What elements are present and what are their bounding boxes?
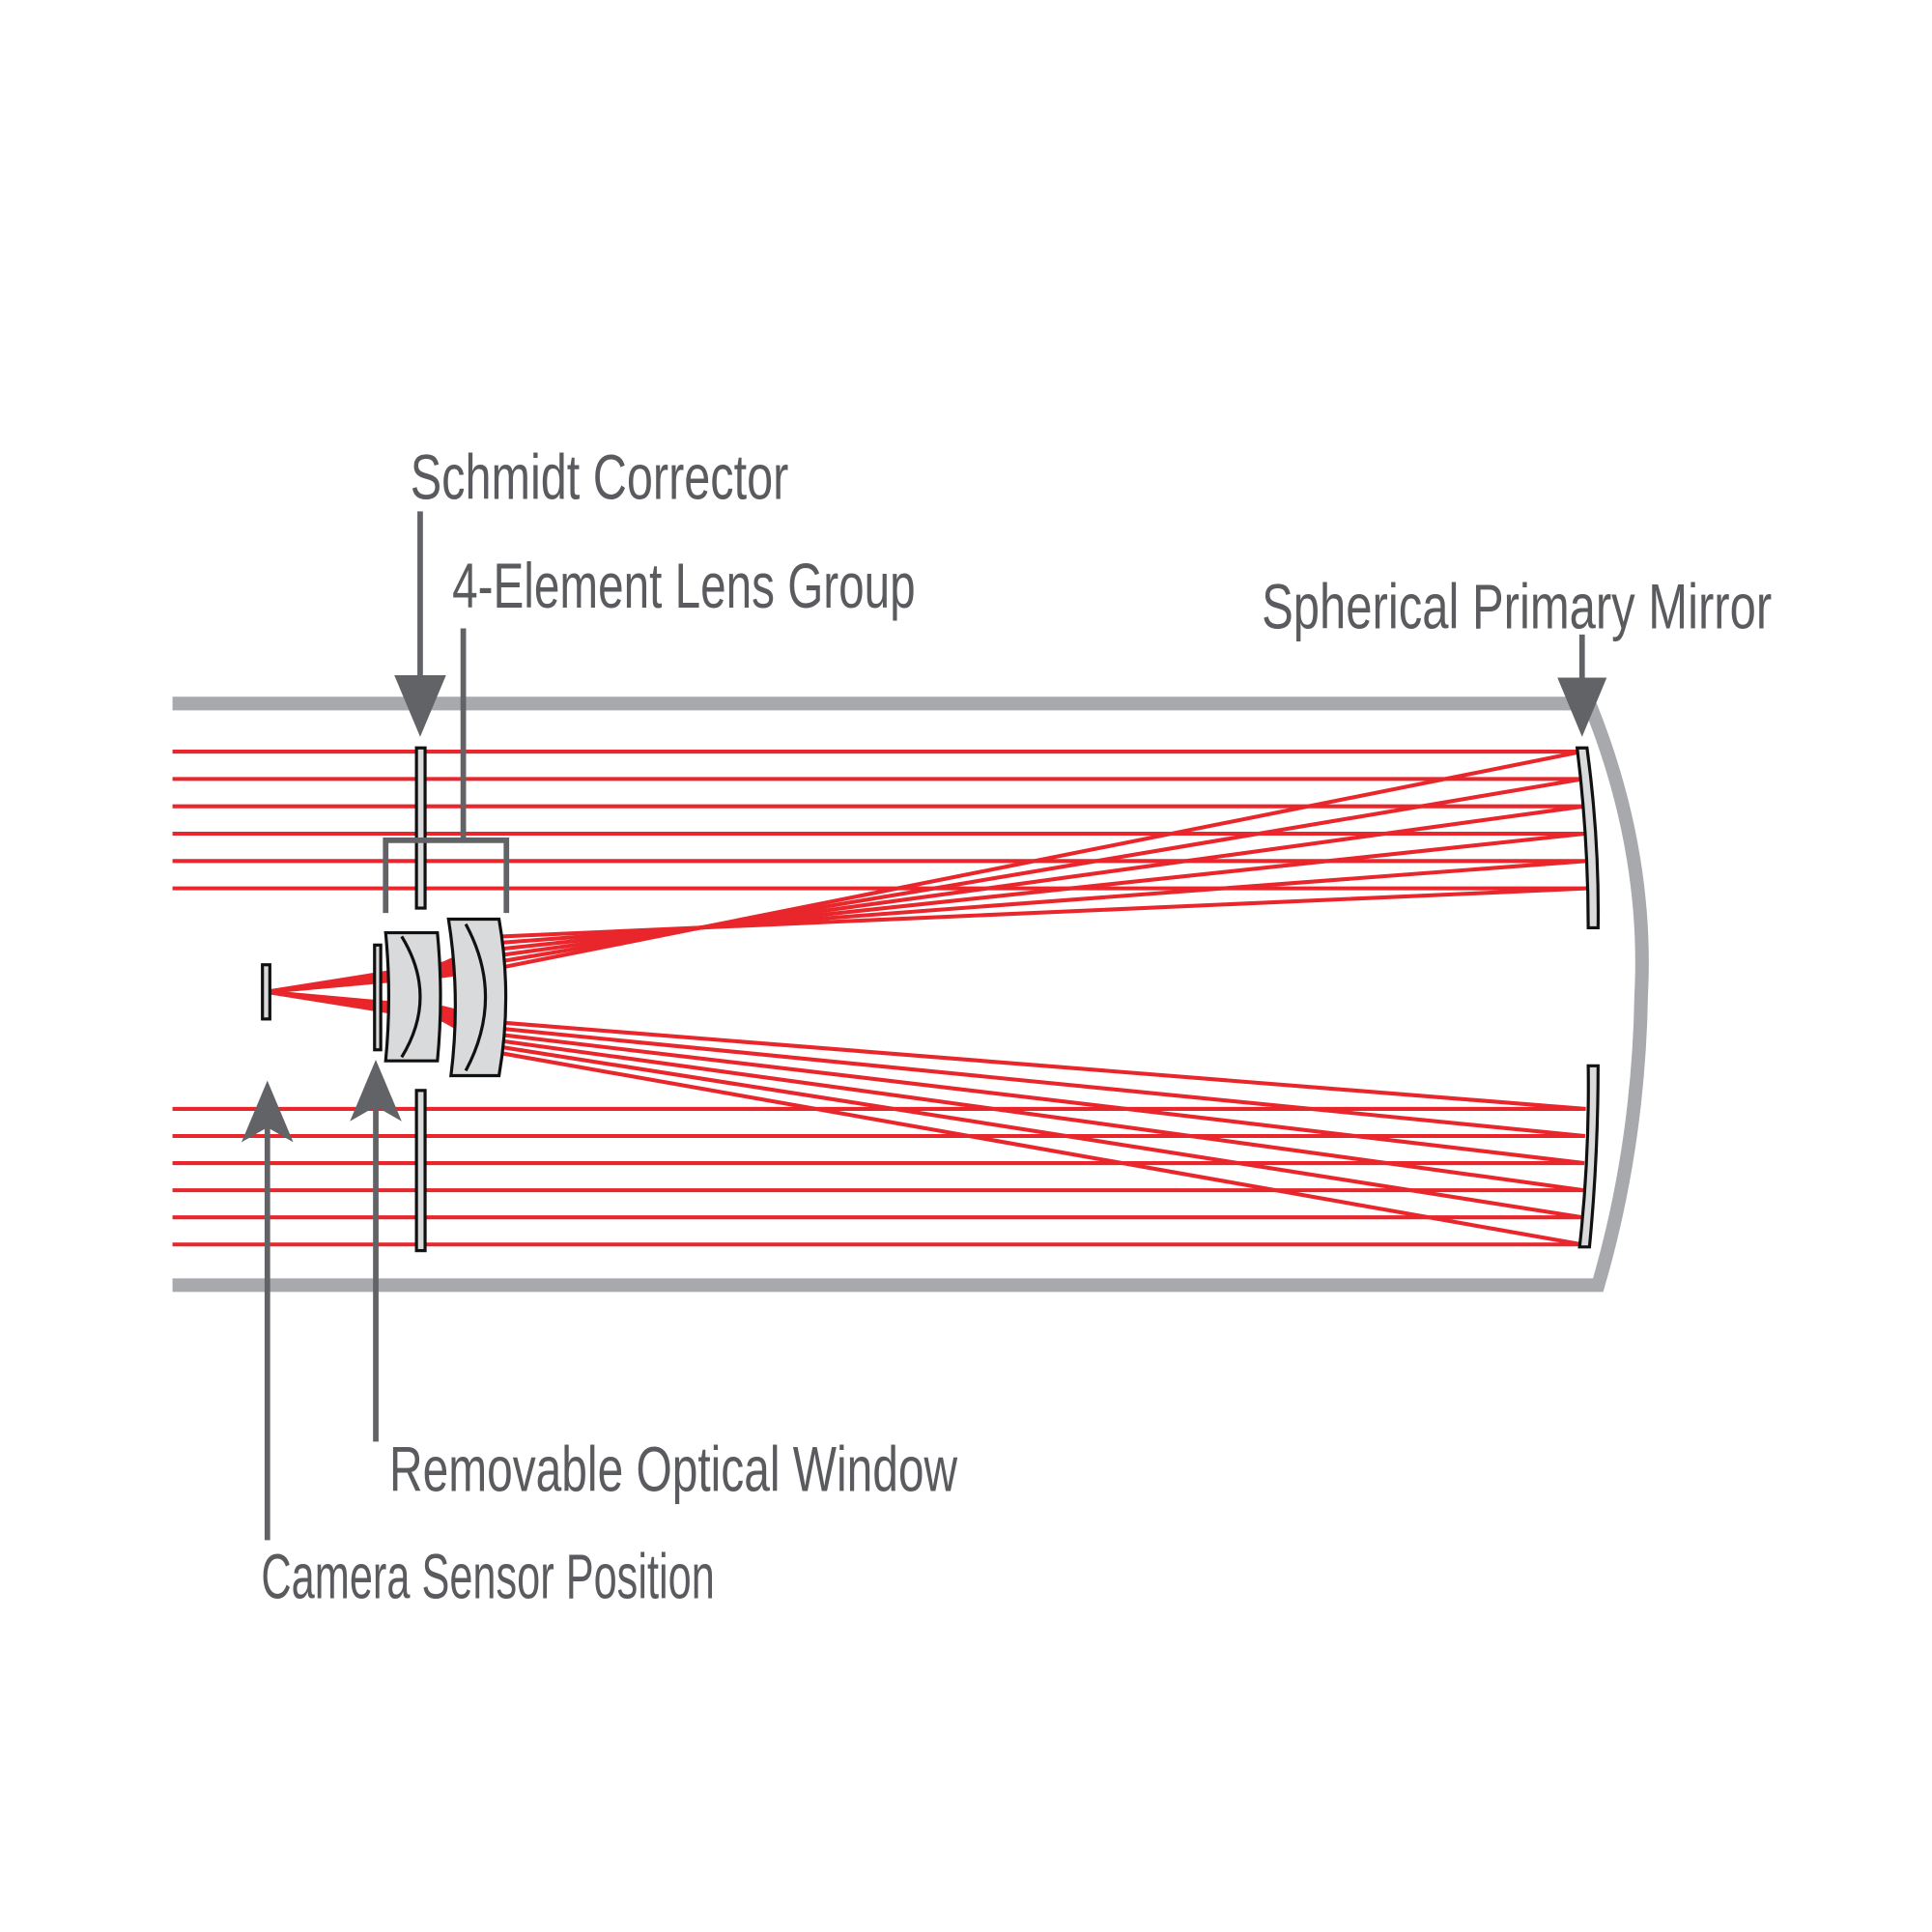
label-optical-window: Removable Optical Window bbox=[389, 1434, 958, 1505]
lower-ray bbox=[172, 989, 1583, 1247]
mirror-arrow-icon bbox=[1557, 677, 1607, 737]
lens-group-bracket bbox=[383, 628, 510, 914]
primary-mirror-upper bbox=[1575, 746, 1601, 930]
optical-window bbox=[373, 943, 383, 1052]
label-primary-mirror: Spherical Primary Mirror bbox=[1262, 572, 1772, 643]
label-lens-group: 4-Element Lens Group bbox=[452, 551, 916, 622]
schmidt-corrector-upper bbox=[414, 746, 427, 910]
lens-element-curves bbox=[400, 923, 488, 1072]
light-rays bbox=[172, 750, 1587, 1247]
label-schmidt-corrector: Schmidt Corrector bbox=[411, 442, 789, 514]
lower-ray bbox=[172, 989, 1586, 1139]
lens-element-1 bbox=[384, 930, 442, 1063]
sensor-arrow-icon bbox=[242, 1080, 294, 1143]
primary-mirror-lower bbox=[1577, 1064, 1600, 1249]
camera-sensor bbox=[261, 963, 271, 1021]
schmidt-arrow-icon bbox=[394, 674, 446, 737]
label-camera-sensor: Camera Sensor Position bbox=[261, 1541, 714, 1612]
schmidt-corrector-lower bbox=[414, 1089, 427, 1253]
lens-element-2 bbox=[446, 917, 508, 1078]
window-arrow-icon bbox=[350, 1059, 402, 1122]
tube-wall bbox=[172, 696, 1649, 1293]
